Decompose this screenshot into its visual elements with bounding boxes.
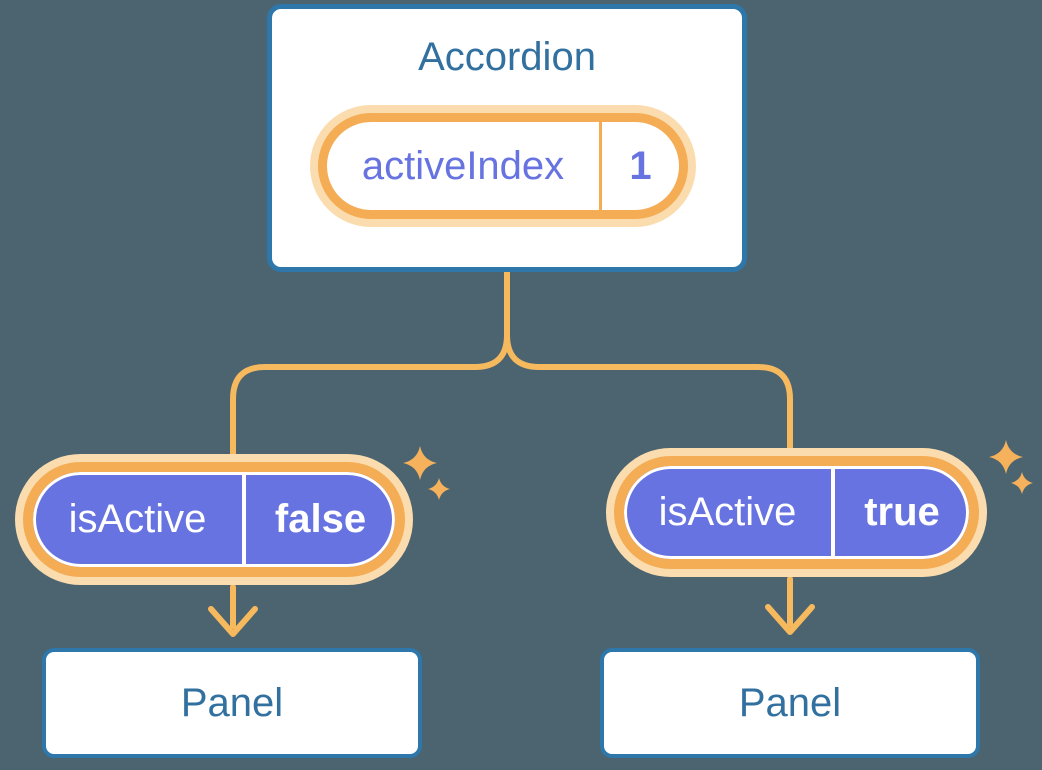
sparkle-icon <box>403 446 450 500</box>
state-value-label: 1 <box>629 143 652 188</box>
connector-fork-left <box>230 269 510 457</box>
arrow-down-left-icon <box>208 584 258 637</box>
panel-box-left: Panel <box>42 648 422 758</box>
panel-box-right: Panel <box>600 648 980 758</box>
arrow-down-right-icon <box>765 576 815 635</box>
prop-value-label: false <box>274 497 367 541</box>
prop-name-label: isActive <box>68 497 207 541</box>
sparkle-icon <box>989 440 1033 494</box>
prop-pill-isactive-left: isActive false <box>23 462 405 577</box>
state-pill-activeindex: activeIndex 1 <box>318 113 688 219</box>
connector-fork-right <box>504 269 793 451</box>
state-name-label: activeIndex <box>361 143 565 188</box>
accordion-title: Accordion <box>418 35 596 79</box>
pill-divider <box>599 122 602 210</box>
pill-divider <box>831 466 835 559</box>
prop-name-label: isActive <box>658 490 797 534</box>
prop-value-label: true <box>864 490 940 534</box>
pill-divider <box>242 472 246 567</box>
prop-pill-isactive-right: isActive true <box>614 456 979 569</box>
